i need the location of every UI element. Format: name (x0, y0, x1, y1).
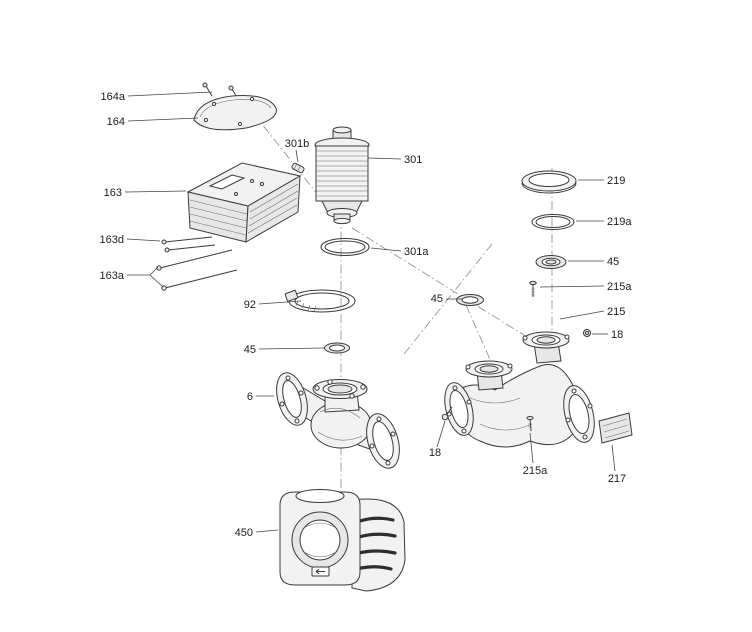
plug-18-right (583, 329, 591, 337)
callout-164: 164 (107, 116, 125, 128)
o-ring-301a (320, 238, 370, 256)
seal-45-left (324, 342, 350, 354)
screws-164a (202, 82, 239, 100)
callout-215a-right: 215a (607, 281, 632, 293)
callout-163a: 163a (100, 270, 125, 282)
callout-301b: 301b (285, 138, 309, 150)
callout-163d: 163d (100, 234, 124, 246)
callout-217: 217 (608, 473, 626, 485)
callout-219a: 219a (607, 216, 632, 228)
o-ring-219a (531, 214, 575, 230)
clamp-92 (284, 289, 356, 313)
plug-18-lower (441, 406, 453, 421)
stator-301 (314, 126, 370, 225)
callout-215: 215 (607, 306, 625, 318)
callout-215a-bottom: 215a (523, 465, 548, 477)
callout-45-right: 45 (607, 256, 619, 268)
callout-301: 301 (404, 154, 422, 166)
callout-18-right: 18 (611, 329, 623, 341)
pump-housing-6 (276, 372, 400, 469)
nameplate-217 (598, 412, 633, 444)
callout-18-lower: 18 (429, 447, 441, 459)
callout-92: 92 (244, 299, 256, 311)
cover-plate-164 (193, 95, 277, 131)
cap-219 (521, 170, 577, 194)
screw-215a-top (529, 280, 537, 297)
leader-lines (124, 91, 616, 533)
screws-163d (161, 236, 216, 253)
twin-housing-215 (444, 331, 595, 448)
insulation-shell-450 (279, 489, 406, 592)
control-box-163 (186, 162, 302, 243)
callout-219: 219 (607, 175, 625, 187)
seal-45-middle (456, 294, 484, 306)
callout-45-left: 45 (244, 344, 256, 356)
callout-163: 163 (104, 187, 122, 199)
callout-301a: 301a (404, 246, 429, 258)
bearing-45-right (535, 255, 567, 269)
connector-301b (291, 162, 305, 174)
callout-164a: 164a (101, 91, 126, 103)
callout-labels: 164a 164 163 163d 163a 301b 301 301a 92 … (100, 91, 633, 539)
callout-450: 450 (235, 527, 253, 539)
screws-163a (156, 249, 238, 291)
callout-45-middle: 45 (431, 293, 443, 305)
screw-215a-bottom (526, 416, 534, 432)
callout-6: 6 (247, 391, 253, 403)
